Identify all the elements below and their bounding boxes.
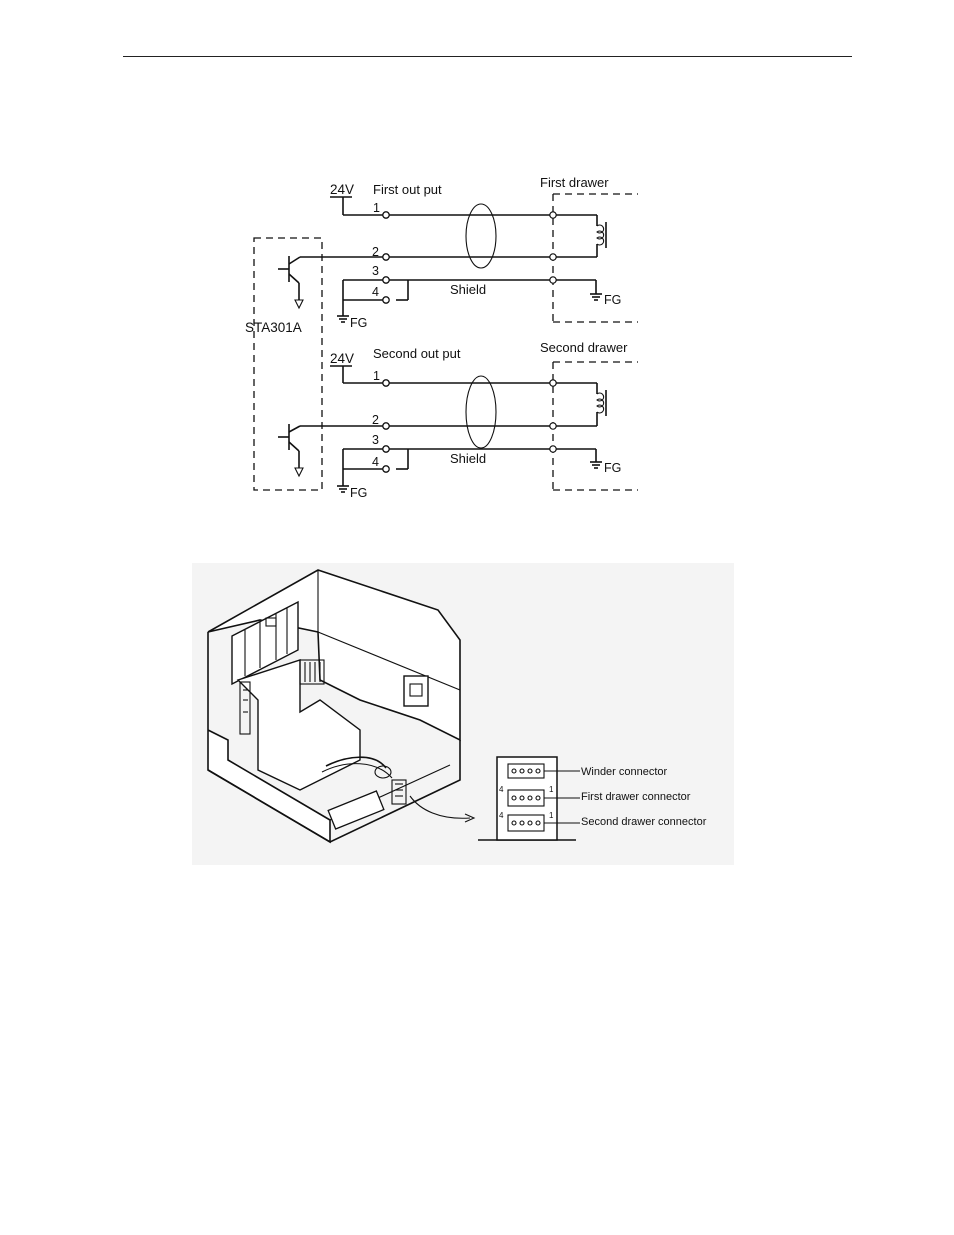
second-drawer-title: Second drawer [540,340,628,355]
first-output-circuit: 24V First out put 1 2 3 4 FG [278,175,638,330]
winder-connector-label: Winder connector [581,766,668,778]
first-shield-ellipse [465,203,497,269]
second-connector-pin-1: 1 [549,811,554,820]
first-pin-1: 1 [373,201,380,215]
second-drawer-connector-label: Second drawer connector [581,816,707,828]
page-header-rule [123,56,852,57]
first-left-fg-label: FG [350,316,367,330]
first-pin-4: 4 [372,285,379,299]
first-pin-3: 3 [372,264,379,278]
second-pin-4: 4 [372,455,379,469]
first-drawer-connector-label: First drawer connector [581,791,691,803]
sta301a-module-box [253,237,323,491]
first-connector-pin-1: 1 [549,785,554,794]
connector-panel: 4 1 4 1 Winder connector First drawer co… [478,756,707,841]
second-output-circuit: 24V Second out put 1 2 3 4 FG Shield [278,340,638,500]
first-output-title: First out put [373,182,442,197]
first-pin-2: 2 [372,245,379,259]
first-connector-pin-4: 4 [499,785,504,794]
second-right-fg-label: FG [604,461,621,475]
second-shield-ellipse [465,375,497,449]
second-output-title: Second out put [373,346,461,361]
first-drawer-title: First drawer [540,175,609,190]
second-supply-label: 24V [330,351,354,366]
printer-illustration [192,563,734,865]
second-shield-label: Shield [450,451,486,466]
first-right-fg-label: FG [604,293,621,307]
first-shield-label: Shield [450,282,486,297]
second-left-fg-label: FG [350,486,367,500]
first-supply-label: 24V [330,182,354,197]
module-label: STA301A [245,320,302,335]
second-pin-3: 3 [372,433,379,447]
second-pin-2: 2 [372,413,379,427]
second-pin-1: 1 [373,369,380,383]
second-connector-pin-4: 4 [499,811,504,820]
